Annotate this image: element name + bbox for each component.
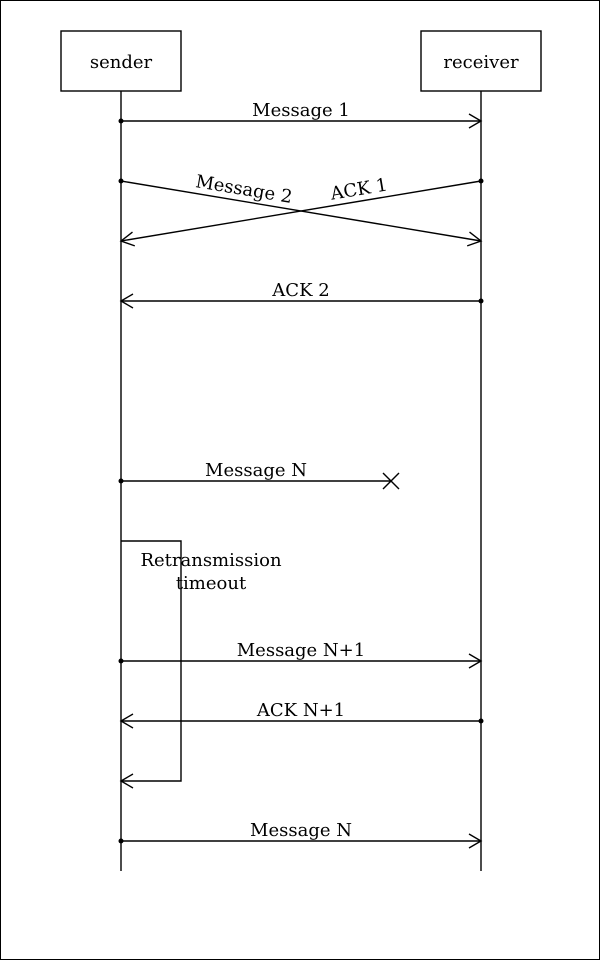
message-1-arrow: [118, 113, 483, 129]
participant-receiver-label: receiver: [443, 52, 519, 73]
message-n1-arrow: [118, 653, 483, 669]
ack-2-arrow: [119, 293, 484, 309]
timeout-label-line2: timeout: [176, 573, 247, 594]
message-2-arrow: [118, 178, 483, 247]
message-n-retry-label: Message N: [250, 820, 352, 841]
message-n-retry-arrow: [118, 833, 483, 849]
message-n1-label: Message N+1: [237, 640, 365, 661]
message-n-lost-arrow: [118, 472, 400, 490]
ack-1-arrow: [119, 178, 484, 247]
ack-2-label: ACK 2: [271, 280, 329, 301]
retransmission-timeout-loop: [119, 540, 182, 789]
message-n-label: Message N: [205, 460, 307, 481]
ack-1-label: ACK 1: [328, 174, 389, 204]
message-2-label: Message 2: [194, 171, 294, 208]
timeout-label-line1: Retransmission: [140, 550, 281, 571]
message-1-label: Message 1: [252, 100, 350, 121]
ack-n1-arrow: [119, 713, 484, 729]
participant-sender-label: sender: [90, 52, 153, 73]
participant-receiver: receiver: [420, 30, 542, 92]
participant-sender: sender: [60, 30, 182, 92]
ack-n1-label: ACK N+1: [256, 700, 345, 721]
